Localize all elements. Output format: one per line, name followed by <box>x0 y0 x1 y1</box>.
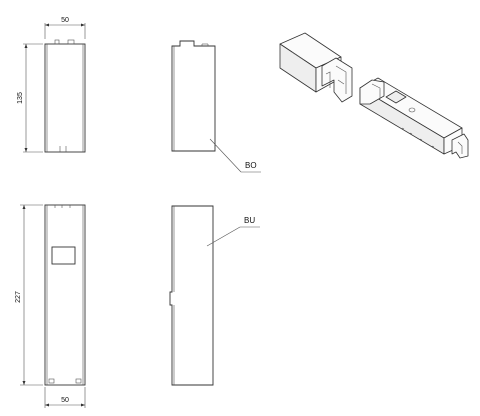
bu-isometric <box>359 77 469 159</box>
bu-front-view <box>44 204 86 386</box>
bo-width-label: 50 <box>61 17 69 24</box>
bo-height-label: 135 <box>17 92 24 104</box>
bo-side-view <box>171 40 216 152</box>
bo-width-dimension: 50 <box>44 17 86 39</box>
bu-width-dimension: 50 <box>44 387 86 408</box>
bu-callout-label: BU <box>244 216 255 225</box>
bu-height-label: 227 <box>15 291 22 303</box>
bo-isometric <box>279 32 353 103</box>
bo-callout-label: BO <box>245 161 257 170</box>
bu-side-view <box>169 205 214 386</box>
bu-width-label: 50 <box>61 397 69 404</box>
bu-callout: BU <box>206 216 260 247</box>
bo-callout: BO <box>209 138 261 173</box>
bo-front-view <box>44 39 86 153</box>
isometric-assembly-view <box>279 32 469 159</box>
bu-height-dimension: 227 <box>15 204 43 386</box>
bo-height-dimension: 135 <box>17 43 43 153</box>
